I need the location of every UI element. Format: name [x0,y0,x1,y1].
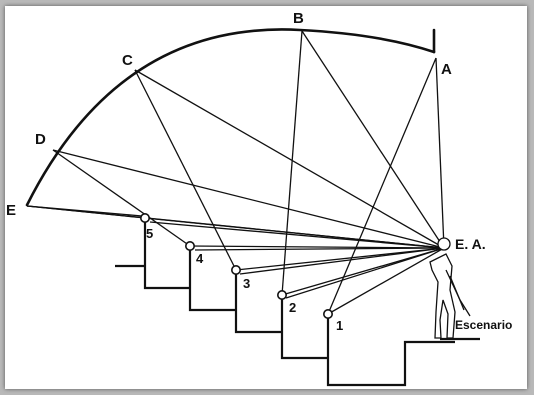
ray-A-to-seat-1 [327,57,437,315]
ray-B-to-seat-2 [281,30,303,296]
ray-fan-2 [194,247,445,251]
ray-direct-to-seat-3 [235,247,445,271]
ray-fan-1 [149,221,445,249]
seat-5 [140,213,151,224]
seat-label-2: 2 [289,300,296,315]
speaker-figure [429,237,471,339]
ray-source-to-D [52,149,445,249]
seating-tiers [115,218,455,387]
label-E: E [6,202,16,219]
stage-label: Escenario [455,318,512,332]
seat-2 [276,289,287,300]
ray-C-to-seat-3 [134,69,237,271]
seat-4 [185,241,196,252]
figure-arm-detail [449,275,465,311]
ray-fan-3 [239,247,445,275]
ray-direct-to-seat-1 [327,247,445,315]
label-C: C [122,52,133,69]
ray-source-to-B [301,30,445,249]
ray-D-to-seat-4 [52,149,191,247]
ray-E-to-seat-5 [26,205,146,219]
label-B: B [293,10,304,27]
ray-direct-to-seat-4 [189,245,445,249]
source-label: E. A. [455,236,486,252]
ray-source-to-A [435,57,445,249]
sound-rays [26,30,445,315]
label-A: A [441,61,452,78]
seat-label-5: 5 [146,226,153,241]
ceiling-curve [25,28,436,207]
seat-label-4: 4 [196,251,204,266]
source-head [437,237,451,251]
seat-label-1: 1 [336,318,343,333]
ray-fan-4 [285,247,445,299]
ray-source-to-C [134,69,445,249]
seat-1 [322,308,333,319]
ray-direct-to-seat-2 [281,247,445,296]
seat-markers [140,213,333,319]
seat-label-3: 3 [243,276,250,291]
figure-body [429,253,456,339]
seat-3 [231,264,242,275]
label-D: D [35,131,46,148]
